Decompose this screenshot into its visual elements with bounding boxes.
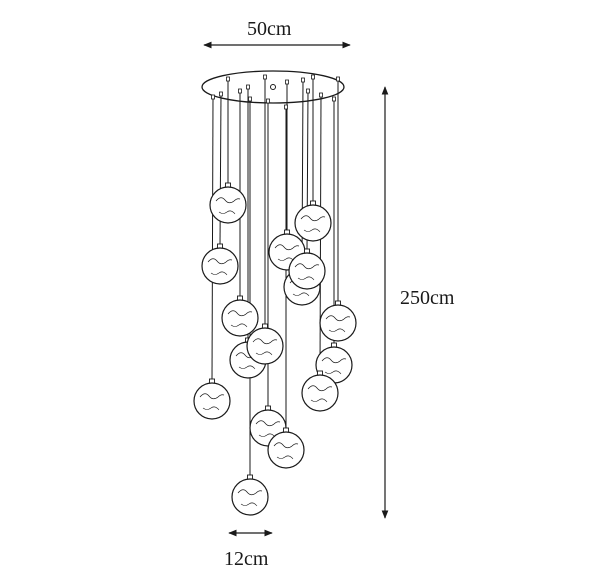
cable-anchor xyxy=(263,74,267,80)
cable-anchor xyxy=(226,76,230,82)
cable-anchor xyxy=(311,74,315,80)
glass-globe xyxy=(221,295,259,337)
cable-anchor xyxy=(211,94,215,100)
glass-globe xyxy=(246,323,284,365)
cable-anchor xyxy=(248,96,252,102)
pendant-cable xyxy=(219,94,222,246)
glass-globes xyxy=(193,182,357,516)
glass-globe xyxy=(267,427,305,469)
glass-globe xyxy=(301,370,339,412)
cable-anchor xyxy=(285,79,289,85)
cable-anchor xyxy=(284,104,288,110)
cable-anchor xyxy=(336,76,340,82)
cable-anchor xyxy=(301,77,305,83)
glass-globe xyxy=(193,378,231,420)
glass-globe xyxy=(288,248,326,290)
cable-anchor xyxy=(266,98,270,104)
globe-diameter-label: 12cm xyxy=(224,548,269,570)
cable-anchor xyxy=(246,84,250,90)
glass-globe xyxy=(294,200,332,242)
canopy-center-screw xyxy=(270,84,276,90)
total-height-label: 250cm xyxy=(400,287,455,309)
glass-globe xyxy=(201,243,239,285)
glass-globe xyxy=(315,342,353,384)
glass-globe xyxy=(231,474,269,516)
ceiling-canopy xyxy=(201,70,345,104)
cable-anchor xyxy=(319,92,323,98)
glass-globe xyxy=(319,300,357,342)
pendant-cable xyxy=(211,97,214,381)
canopy-width-label: 50cm xyxy=(247,18,292,40)
cable-anchor xyxy=(219,91,223,97)
glass-globe xyxy=(209,182,247,224)
cable-anchor xyxy=(332,96,336,102)
cable-anchor xyxy=(306,88,310,94)
cable-anchor xyxy=(238,88,242,94)
